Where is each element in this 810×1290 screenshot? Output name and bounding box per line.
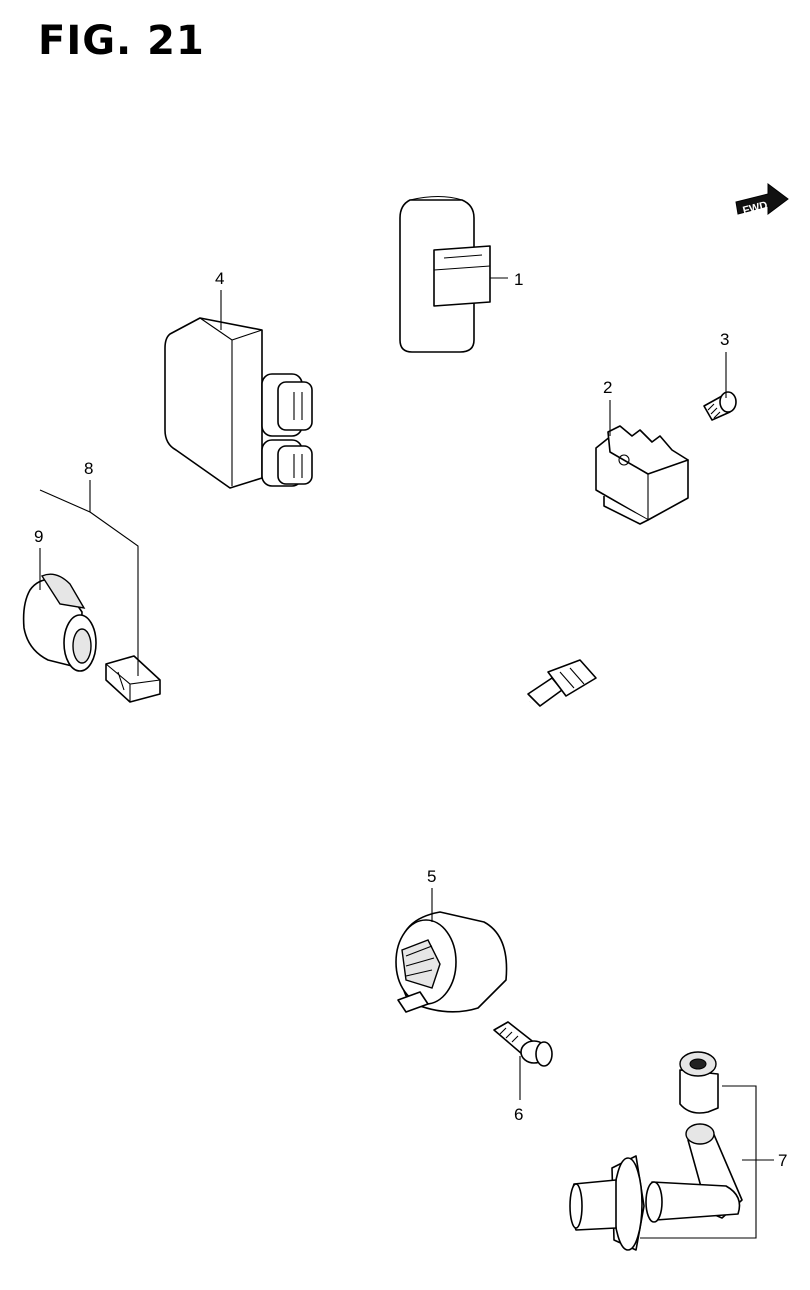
- callout-2: 2: [603, 378, 612, 397]
- part-9-grommet[interactable]: [22, 573, 97, 672]
- callout-7: 7: [778, 1151, 787, 1170]
- callout-1: 1: [514, 270, 523, 289]
- figure-title: FIG. 21: [38, 18, 205, 64]
- part-6-bolt[interactable]: [493, 1021, 553, 1067]
- callout-9: 9: [34, 527, 43, 546]
- part-5-ignition-coil[interactable]: [395, 911, 689, 1041]
- callout-labels: 1 2 3 4 5 6 7 8 9: [34, 269, 787, 1170]
- callout-3: 3: [720, 330, 729, 349]
- callout-8: 8: [84, 459, 93, 478]
- leader-lines: [39, 277, 774, 1239]
- part-2-regulator[interactable]: [595, 425, 689, 525]
- part-7-plug-cap[interactable]: [569, 1051, 743, 1251]
- part-8-lead-wire[interactable]: [105, 655, 597, 785]
- fwd-label: FWD: [742, 199, 769, 217]
- callout-6: 6: [514, 1105, 523, 1124]
- fwd-arrow-icon: FWD: [735, 183, 789, 217]
- callout-4: 4: [215, 269, 224, 288]
- part-4-cdi-unit[interactable]: [164, 317, 313, 489]
- part-1-relay[interactable]: [399, 195, 491, 353]
- part-3-screw[interactable]: [703, 391, 737, 421]
- callout-5: 5: [427, 867, 436, 886]
